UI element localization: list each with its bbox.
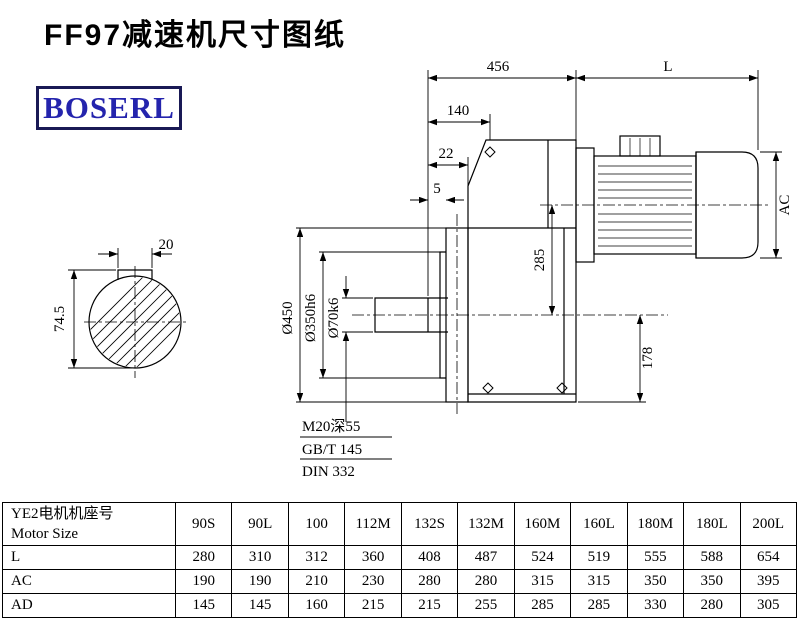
cell: 145 [174,593,233,618]
cell: 305 [739,593,798,618]
cell: 215 [400,593,459,618]
cell: 519 [570,545,628,570]
page-title: FF97减速机尺寸图纸 [44,19,347,52]
cell: 360 [344,545,402,570]
bolt-symbol-3 [556,382,568,394]
fan-cover [695,151,759,259]
dim-L-label: L [663,59,672,75]
cell: 280 [400,569,459,594]
cell: 330 [626,593,685,618]
table-header-row: YE2电机机座号 Motor Size 90S 90L 100 112M 132… [2,502,798,546]
col-header: 132M [457,502,515,546]
motor [540,135,768,263]
dim-22-label: 22 [439,146,454,162]
hatch-pattern [90,277,180,367]
cell: 285 [570,593,628,618]
row-label-AD: AD [2,593,176,618]
dia-450-label: Ø450 [280,301,296,334]
dia-350-label: Ø350h6 [303,293,319,342]
terminal-box-lines [629,138,651,156]
cell: 160 [287,593,346,618]
motor-fins [598,165,692,247]
boserl-logo: BOSERL [36,86,182,130]
cell: 588 [683,545,741,570]
key-height-label: 74.5 [52,306,68,332]
cell: 190 [231,569,289,594]
table-row-L: L 280 310 312 360 408 487 524 519 555 58… [2,545,798,570]
col-header: 160M [513,502,572,546]
note-din: DIN 332 [302,464,355,480]
note-gb: GB/T 145 [302,442,362,458]
cell: 487 [457,545,515,570]
cell: 255 [457,593,515,618]
col-header: 200L [739,502,798,546]
technical-drawing: 456 L 140 22 5 285 178 AC Ø450 Ø350h6 Ø7… [52,59,793,480]
cell: 280 [457,569,515,594]
cell: 654 [739,545,798,570]
shaft-circle [88,275,182,369]
col-header: 90S [174,502,233,546]
row-label-L: L [2,545,176,570]
motor-size-header-en: Motor Size [11,526,79,542]
cell: 280 [174,545,233,570]
bolt-symbol-1 [484,146,496,158]
dimension-table: YE2电机机座号 Motor Size 90S 90L 100 112M 132… [2,502,798,618]
dim-285-label: 285 [532,249,548,272]
cell: 395 [739,569,798,594]
cell: 555 [626,545,685,570]
cell: 350 [683,569,741,594]
col-header: 180M [626,502,685,546]
table-row-AC: AC 190 190 210 230 280 280 315 315 350 3… [2,569,798,594]
shaft-section-view [84,266,186,378]
keyway [117,269,153,280]
dia-70-label: Ø70k6 [326,297,342,338]
cell: 315 [570,569,628,594]
cell: 230 [344,569,402,594]
output-shaft [374,297,448,333]
table-row-AD: AD 145 145 160 215 215 255 285 285 330 2… [2,593,798,618]
cell: 315 [513,569,572,594]
motor-size-header: YE2电机机座号 Motor Size [2,502,176,546]
motor-size-header-cn: YE2电机机座号 [11,506,114,522]
note-thread: M20深55 [302,418,360,435]
col-header: 160L [570,502,628,546]
col-header: 180L [683,502,741,546]
dim-AC-label: AC [777,195,793,216]
housing-outline [467,139,577,403]
flange-spigot [439,251,446,379]
boserl-logo-text: BOSERL [43,90,175,125]
dim-456-label: 456 [487,59,510,75]
cell: 312 [287,545,346,570]
cell: 210 [287,569,346,594]
cell: 310 [231,545,289,570]
col-header: 100 [287,502,346,546]
gearbox-body [352,139,668,414]
cell: 350 [626,569,685,594]
cell: 190 [174,569,233,594]
cell: 280 [683,593,741,618]
cell: 408 [400,545,459,570]
col-header: 112M [344,502,402,546]
row-label-AC: AC [2,569,176,594]
col-header: 132S [400,502,459,546]
cell: 524 [513,545,572,570]
cell: 285 [513,593,572,618]
col-header: 90L [231,502,289,546]
dim-140-label: 140 [447,103,470,119]
key-width-label: 20 [159,237,174,253]
bolt-symbol-2 [482,382,494,394]
dim-5-label: 5 [433,181,441,197]
cell: 145 [231,593,289,618]
dimensions [68,70,782,460]
dim-178-label: 178 [640,347,656,370]
cell: 215 [344,593,402,618]
